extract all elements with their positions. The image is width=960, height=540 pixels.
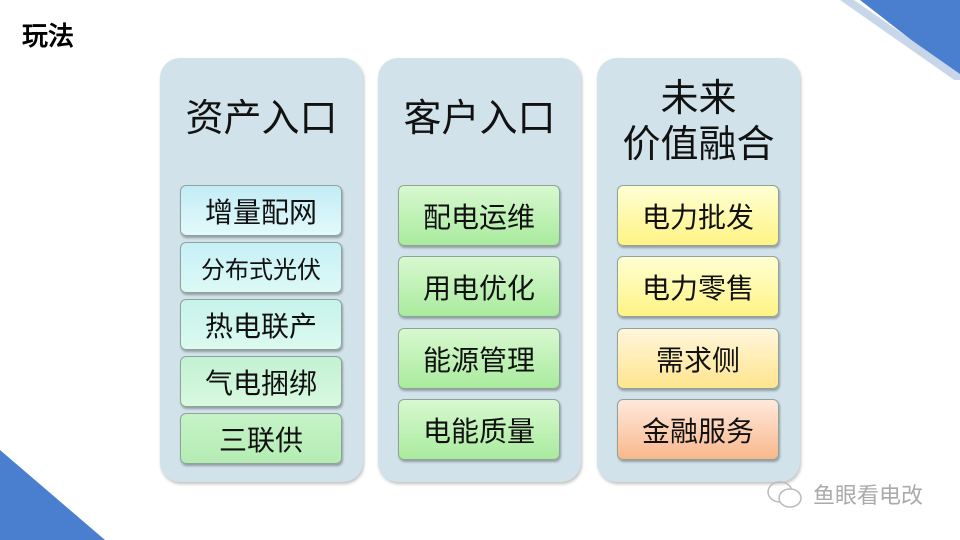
column-heading: 客户入口 [403,96,556,140]
column-heading: 资产入口 [185,96,338,140]
column-heading: 未来 [660,76,737,120]
list-item: 用电优化 [398,256,560,317]
list-item: 分布式光伏 [180,242,342,293]
list-item: 需求侧 [617,328,779,389]
list-item: 金融服务 [617,399,779,460]
list-item: 配电运维 [398,185,560,246]
list-item: 气电捆绑 [180,356,342,407]
column-heading: 价值融合 [622,122,775,166]
list-item: 增量配网 [180,185,342,236]
column-asset-entry: 资产入口 增量配网 分布式光伏 热电联产 气电捆绑 三联供 [160,58,363,482]
list-item: 电能质量 [398,399,560,460]
watermark: 鱼眼看电改 [765,478,923,510]
list-item: 电力零售 [617,256,779,317]
list-item: 能源管理 [398,328,560,389]
column-customer-entry: 客户入口 配电运维 用电优化 能源管理 电能质量 [378,58,581,482]
wechat-icon [767,481,802,508]
slide-title: 玩法 [22,22,75,52]
corner-decoration-top-right [840,0,960,80]
watermark-text: 鱼眼看电改 [813,484,924,509]
list-item: 电力批发 [617,185,779,246]
column-future-value: 未来 价值融合 电力批发 电力零售 需求侧 金融服务 [597,58,800,482]
corner-decoration-bottom-left [0,450,105,540]
list-item: 三联供 [180,413,342,464]
list-item: 热电联产 [180,299,342,350]
